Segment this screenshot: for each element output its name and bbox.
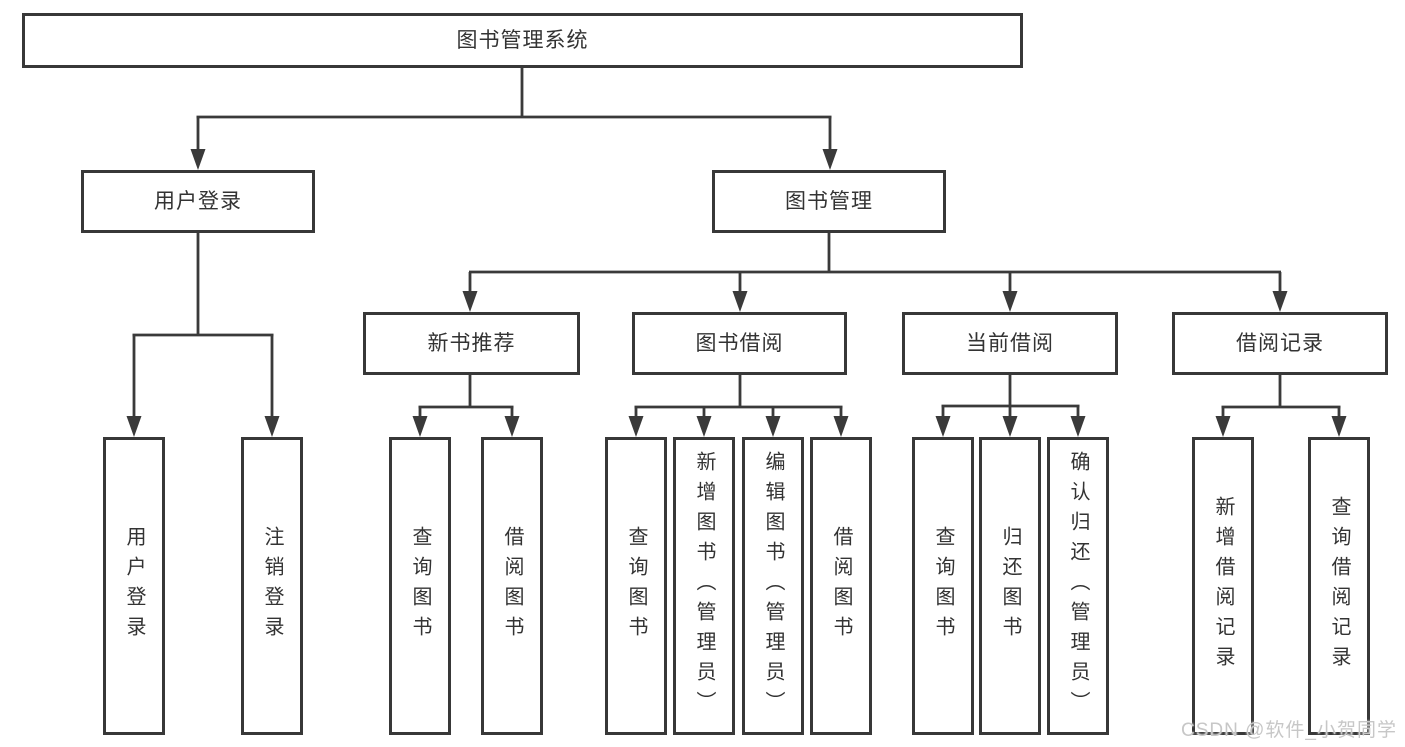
leaf-add-borrow-record: 新增借阅记录: [1192, 437, 1254, 735]
leaf-edit-books-admin: 编辑图书（管理员）: [742, 437, 804, 735]
leaf-label: 新增图书（管理员）: [693, 451, 715, 721]
leaf-label: 查询图书: [409, 526, 431, 646]
leaf-user-login: 用户登录: [103, 437, 165, 735]
node-user-login: 用户登录: [81, 170, 315, 233]
node-current-borrow: 当前借阅: [902, 312, 1118, 375]
leaf-logout-label: 注销登录: [261, 526, 283, 646]
leaf-label: 借阅图书: [830, 526, 852, 646]
leaf-logout: 注销登录: [241, 437, 303, 735]
node-borrow-records: 借阅记录: [1172, 312, 1388, 375]
leaf-confirm-return-admin: 确认归还（管理员）: [1047, 437, 1109, 735]
leaf-query-borrow-record: 查询借阅记录: [1308, 437, 1370, 735]
leaf-label: 查询借阅记录: [1328, 496, 1350, 676]
node-new-book-recommend: 新书推荐: [363, 312, 580, 375]
leaf-user-login-label: 用户登录: [123, 526, 145, 646]
node-library-management-system: 图书管理系统: [22, 13, 1023, 68]
csdn-watermark: CSDN @软件_小贺同学: [1181, 720, 1397, 741]
leaf-query-books-current: 查询图书: [912, 437, 974, 735]
leaf-query-books-recommend: 查询图书: [389, 437, 451, 735]
leaf-query-books-borrow: 查询图书: [605, 437, 667, 735]
leaf-borrow-books-recommend: 借阅图书: [481, 437, 543, 735]
leaf-label: 查询图书: [625, 526, 647, 646]
leaf-label: 新增借阅记录: [1212, 496, 1234, 676]
leaf-label: 编辑图书（管理员）: [762, 451, 784, 721]
leaf-label: 归还图书: [999, 526, 1021, 646]
leaf-label: 确认归还（管理员）: [1067, 451, 1089, 721]
node-book-borrow: 图书借阅: [632, 312, 847, 375]
node-book-management: 图书管理: [712, 170, 946, 233]
leaf-return-books: 归还图书: [979, 437, 1041, 735]
leaf-borrow-books: 借阅图书: [810, 437, 872, 735]
leaf-add-books-admin: 新增图书（管理员）: [673, 437, 735, 735]
leaf-label: 借阅图书: [501, 526, 523, 646]
leaf-label: 查询图书: [932, 526, 954, 646]
